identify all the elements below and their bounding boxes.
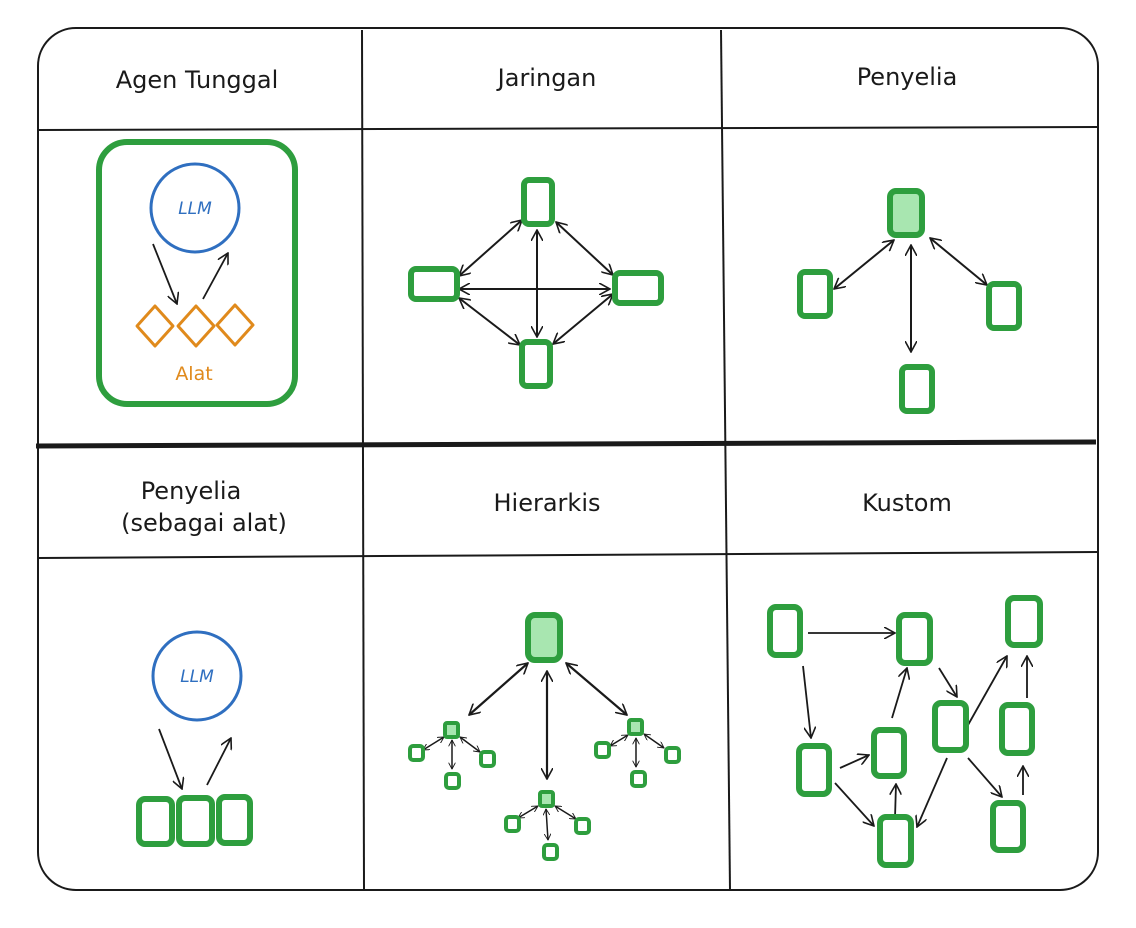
leaf-node <box>444 772 461 790</box>
tool-diamond <box>176 304 216 348</box>
tool-diamond <box>215 303 255 347</box>
hierarchical-panel <box>408 612 681 861</box>
edge <box>610 734 628 747</box>
arrow-tools-to-llm <box>202 253 228 300</box>
panel-title-supervisor-tool-line2: (sebagai alat) <box>121 509 287 537</box>
leaf-node <box>479 750 496 768</box>
header-separator-bottom <box>37 551 1099 559</box>
supervisor-panel <box>797 188 1022 414</box>
single-agent-panel: LLM Alat <box>96 139 298 407</box>
header-separator-top <box>37 126 1099 131</box>
edge <box>459 220 522 276</box>
edge <box>802 665 811 738</box>
edge <box>895 784 896 819</box>
supervisor-tool-panel: LLM <box>136 630 253 847</box>
sub-supervisor-node <box>627 718 644 736</box>
edge <box>469 663 528 715</box>
leaf-node <box>504 815 521 833</box>
edge <box>459 298 520 345</box>
agent-node <box>932 700 969 753</box>
edge <box>834 240 894 289</box>
llm-label: LLM <box>178 199 212 219</box>
edge <box>967 757 1002 797</box>
agent-node <box>796 743 832 797</box>
leaf-node <box>408 744 425 762</box>
agent-tool-node <box>176 795 215 847</box>
agent-node <box>612 270 664 306</box>
panel-title-network: Jaringan <box>496 64 597 92</box>
leaf-node <box>594 741 611 759</box>
agent-node <box>999 702 1035 756</box>
edge <box>839 755 869 769</box>
top-supervisor-node <box>525 612 563 663</box>
edge <box>566 663 627 715</box>
llm-node <box>149 162 241 254</box>
llm-label: LLM <box>180 667 214 687</box>
edge <box>938 667 957 697</box>
agent-node <box>521 177 555 227</box>
leaf-node <box>542 843 559 861</box>
agent-node <box>1005 595 1043 648</box>
agent-node <box>408 266 460 302</box>
edge <box>556 222 613 275</box>
llm-node <box>151 630 243 722</box>
network-panel <box>408 177 664 389</box>
leaf-node <box>574 817 591 835</box>
edge <box>917 757 948 827</box>
edge <box>546 809 548 840</box>
agent-tool-node <box>136 796 175 847</box>
leaf-node <box>630 770 647 788</box>
column-divider-2 <box>720 29 731 891</box>
panel-title-custom: Kustom <box>862 489 952 517</box>
outer-frame <box>37 27 1099 891</box>
agent-node <box>871 727 907 779</box>
edge <box>930 238 987 285</box>
arrow-llm-to-tools <box>152 243 177 304</box>
panel-title-hierarchical: Hierarkis <box>494 489 601 517</box>
custom-panel <box>767 595 1043 868</box>
panel-title-single-agent: Agen Tunggal <box>116 66 279 94</box>
agent-node <box>767 604 803 658</box>
agent-node <box>896 612 933 666</box>
edge <box>644 733 664 749</box>
arrow-agents-to-llm <box>206 738 231 786</box>
sub-supervisor-node <box>538 790 555 808</box>
worker-node <box>899 364 935 414</box>
edge <box>553 294 613 344</box>
agent-node <box>519 339 553 389</box>
edge <box>891 668 907 719</box>
edge <box>834 782 874 826</box>
panel-title-supervisor-tool-line1: Penyelia <box>141 477 242 505</box>
agent-tool-node <box>216 794 253 846</box>
column-divider-1 <box>361 29 365 891</box>
row-divider <box>35 439 1097 449</box>
agent-node <box>990 800 1026 853</box>
edge <box>423 736 444 751</box>
panel-title-supervisor: Penyelia <box>857 63 958 91</box>
edge <box>460 736 480 753</box>
edge <box>555 805 576 820</box>
edge <box>967 656 1007 726</box>
worker-node <box>797 269 833 319</box>
agent-node <box>877 814 914 868</box>
edge <box>518 805 538 819</box>
tools-label: Alat <box>175 363 212 385</box>
tool-diamond <box>135 304 175 348</box>
sub-supervisor-node <box>443 721 460 739</box>
leaf-node <box>664 746 681 764</box>
arrow-llm-to-agents <box>158 728 182 789</box>
agent-boundary <box>96 139 298 407</box>
supervisor-node <box>887 188 925 238</box>
worker-node <box>986 281 1022 331</box>
